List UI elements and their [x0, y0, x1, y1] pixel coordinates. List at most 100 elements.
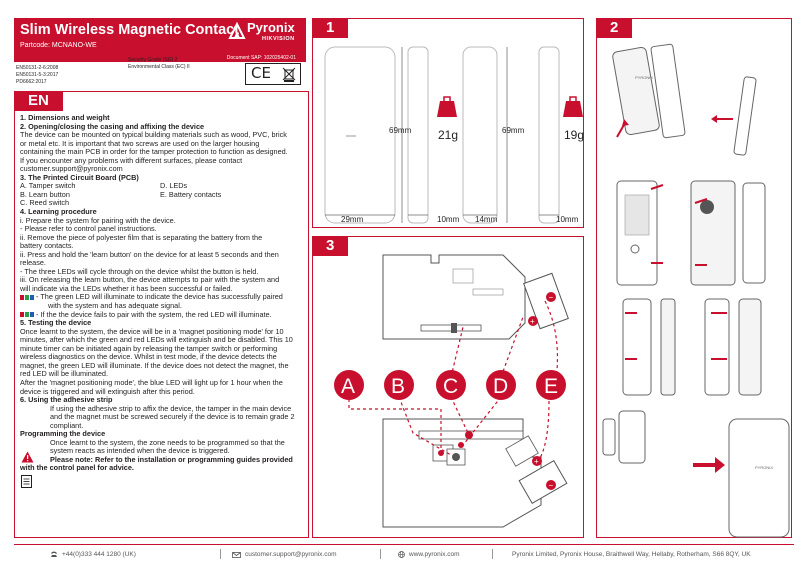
- positive-marker: [532, 456, 542, 466]
- weight-icon-1: [437, 96, 457, 117]
- tamper-marker: [438, 450, 444, 456]
- paragraph-line: ii. Press and hold the 'learn button' on…: [20, 250, 279, 259]
- footer-phone: +44(0)333 444 1280 (UK): [50, 551, 136, 558]
- negative-marker: [546, 480, 556, 490]
- magnet-side-outline: [538, 46, 560, 224]
- device-slot: [346, 135, 356, 137]
- brand-name: Pyronix: [247, 20, 295, 35]
- arrow-head-icon: [715, 457, 725, 473]
- arrow-head-icon: [622, 119, 629, 126]
- warning-icon: [21, 451, 34, 463]
- magnet-front-outline: [462, 46, 498, 224]
- battery-holder-top: [523, 272, 569, 330]
- pcb-item: C. Reed switch: [20, 198, 70, 208]
- panel-3-pcb: 3 − + + − A B C: [312, 236, 584, 538]
- section-heading: 4. Learning procedure: [20, 208, 97, 217]
- panel-1-tag: 1: [312, 18, 349, 38]
- phone-number: +44(0)333 444 1280 (UK): [62, 551, 136, 558]
- pcb-item: E. Battery contacts: [160, 189, 222, 199]
- footer-email: customer.support@pyronix.com: [232, 551, 337, 558]
- email-link[interactable]: customer.support@pyronix.com: [245, 551, 337, 558]
- weight-icon-2: [563, 96, 583, 117]
- magnet-casing: [733, 76, 757, 156]
- paragraph-line: Once learnt to the system, the zone need…: [50, 438, 285, 447]
- section-heading: 6. Using the adhesive strip: [20, 396, 113, 405]
- paragraph-line: - The three LEDs will cycle through on t…: [20, 267, 259, 276]
- weight-label-1: 21g: [438, 128, 458, 142]
- pcb-diagram: − + + − A B C D E: [334, 254, 569, 528]
- callout-e: E: [536, 370, 566, 400]
- paragraph-line: containing the main PCB in order for the…: [20, 148, 288, 157]
- leader-line-c: [450, 326, 470, 436]
- weee-bin-icon: [282, 67, 296, 82]
- battery-cell: [700, 200, 714, 214]
- pcb-list-row: C. Reed switch: [20, 199, 308, 208]
- paragraph-line: with the system and has adequate signal.: [48, 302, 182, 311]
- footer-divider: [492, 549, 493, 559]
- note-line: Please note: Refer to the installation o…: [50, 455, 293, 464]
- component: [472, 288, 504, 296]
- device-mounted: [618, 410, 646, 464]
- paragraph-line: compliant.: [50, 421, 84, 430]
- panel-1-dimensions: 1 69mm 29mm 10mm 69mm 14mm 10mm 21g: [312, 18, 584, 228]
- paragraph-line: red LED will be illuminated.: [20, 370, 109, 379]
- base-plate: [622, 298, 652, 396]
- led-red-line: - If the the device fails to pair with t…: [20, 309, 308, 320]
- battery-holder-bottom: [518, 460, 568, 504]
- minus-sign: −: [549, 293, 554, 302]
- paragraph-line: iii. On releasing the learn button, the …: [20, 276, 280, 285]
- paragraph-line: - Please refer to control panel instruct…: [20, 225, 157, 234]
- paragraph-line: device is triggered and will extinguish …: [20, 387, 195, 396]
- standards-left: EN50131-2-6:2008 EN50131-5-3:2017 PD6662…: [16, 65, 58, 86]
- paragraph-line: system reacts as intended when the devic…: [50, 447, 230, 456]
- panel-2-installation: 2 PYRONIX PYRONIX: [596, 18, 792, 538]
- dimensions-diagram: 69mm 29mm 10mm 69mm 14mm 10mm 21g 19g: [324, 46, 584, 224]
- paragraph-line: If you encounter any problems with diffe…: [20, 156, 243, 165]
- depth-label-1: 10mm: [437, 215, 460, 224]
- arrow-icon: [694, 198, 708, 204]
- cover: [742, 182, 766, 284]
- panel-3-tag: 3: [312, 236, 349, 256]
- footer-divider: [380, 549, 381, 559]
- mail-icon: [232, 551, 241, 558]
- installation-diagram: PYRONIX PYRONIX: [602, 43, 790, 538]
- side-plate: [660, 298, 676, 396]
- callout-b: B: [384, 370, 414, 400]
- website-link[interactable]: www.pyronix.com: [409, 551, 460, 558]
- arrow-icon: [650, 184, 664, 190]
- leader-line-d: [462, 316, 524, 446]
- screw-hole: [630, 244, 640, 254]
- pyronix-logo: Pyronix HIKVISION: [228, 20, 310, 50]
- paragraph-line: minutes, after which the green and red L…: [20, 336, 293, 345]
- footer-address: Pyronix Limited, Pyronix House, Braithwe…: [512, 551, 751, 558]
- footer-web: www.pyronix.com: [398, 551, 460, 558]
- svg-text:C: C: [443, 375, 458, 398]
- brand-sub: HIKVISION: [262, 36, 295, 42]
- battery-contact-bottom: [505, 435, 539, 467]
- paragraph-line: and the magnet must be screwed securely …: [50, 413, 295, 422]
- paragraph-line: - The green LED will illuminate to indic…: [36, 292, 283, 302]
- environmental-class: Environmental Class (EC) II: [128, 64, 190, 70]
- paragraph-line: battery contacts.: [20, 242, 74, 251]
- base-plate: [704, 298, 730, 396]
- leader-line-b: [398, 396, 452, 456]
- footer: +44(0)333 444 1280 (UK) customer.support…: [14, 544, 794, 560]
- positive-marker: [528, 316, 538, 326]
- plus-sign: +: [534, 457, 539, 466]
- paragraph-line: - If the the device fails to pair with t…: [36, 309, 272, 319]
- footer-divider: [220, 549, 221, 559]
- plus-sign: +: [530, 317, 535, 326]
- section-heading: 1. Dimensions and weight: [20, 114, 110, 122]
- magnet-mounted: [602, 418, 616, 456]
- learn-button-cap: [452, 453, 460, 461]
- pyronix-logo-mark-icon: [228, 22, 246, 39]
- callout-a: A: [334, 370, 364, 400]
- height-label-2: 69mm: [502, 126, 525, 135]
- device-casing: [612, 46, 660, 136]
- paragraph-line: The device can be mounted on typical bui…: [20, 131, 287, 140]
- device-brand-label: PYRONIX: [635, 75, 653, 80]
- ce-mark: CE: [251, 64, 271, 82]
- device-front-outline: [324, 46, 396, 224]
